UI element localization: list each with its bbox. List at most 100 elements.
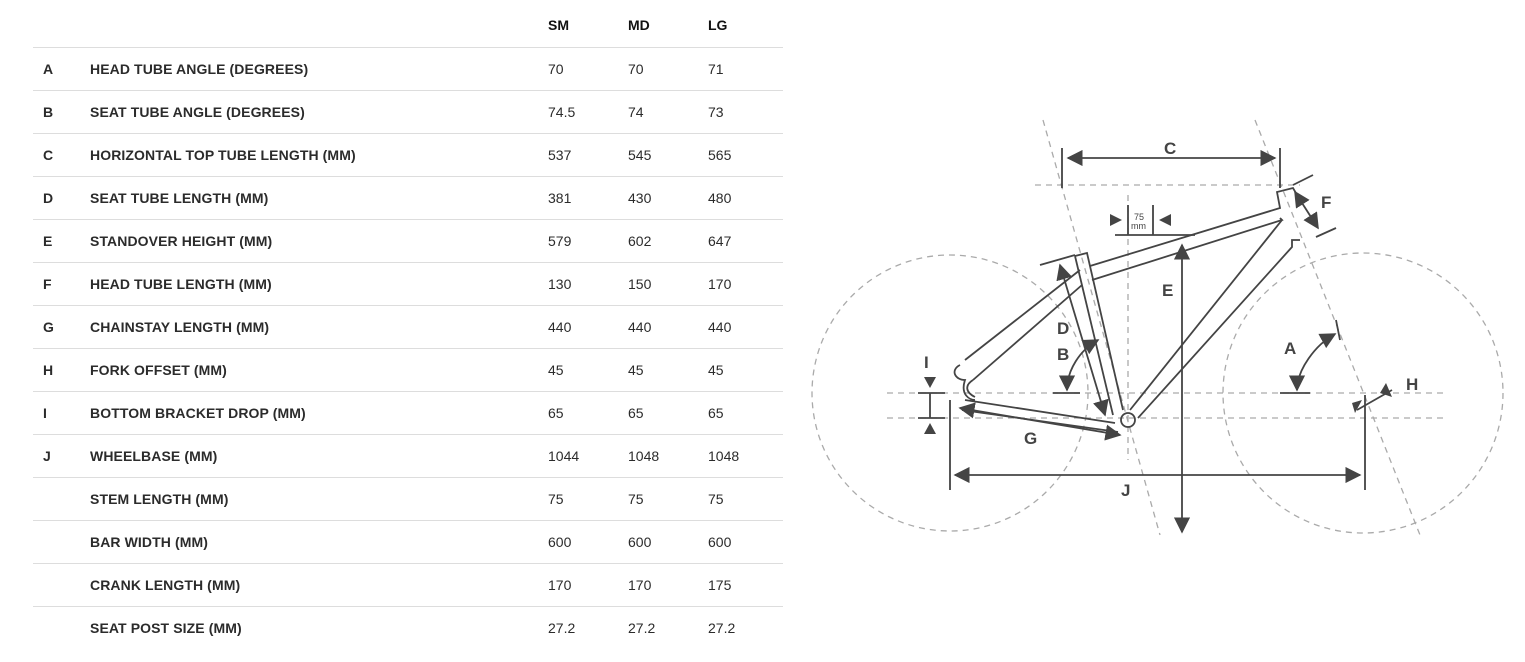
value-sm: 579 <box>548 233 572 249</box>
value-sm: 1044 <box>548 448 580 464</box>
table-row: C HORIZONTAL TOP TUBE LENGTH (MM) 537 545 56… <box>33 134 783 177</box>
col-header-md: MD <box>628 17 650 33</box>
value-sm: 170 <box>548 577 572 593</box>
row-label: BAR WIDTH (MM) <box>90 534 209 550</box>
label-h: H <box>1406 375 1418 394</box>
value-sm: 27.2 <box>548 620 576 636</box>
value-md: 1048 <box>628 448 660 464</box>
value-sm: 381 <box>548 190 572 206</box>
row-label: CHAINSTAY LENGTH (MM) <box>90 319 270 335</box>
value-md: 150 <box>628 276 652 292</box>
guide-lines <box>811 119 1504 536</box>
row-label: STANDOVER HEIGHT (MM) <box>90 233 273 249</box>
row-letter: D <box>43 190 54 206</box>
table-row: G CHAINSTAY LENGTH (MM) 440 440 440 <box>33 306 783 349</box>
value-lg: 440 <box>708 319 732 335</box>
row-letter: I <box>43 405 47 421</box>
row-letter: E <box>43 233 53 249</box>
row-label: FORK OFFSET (MM) <box>90 362 227 378</box>
row-label: CRANK LENGTH (MM) <box>90 577 241 593</box>
table-row: A HEAD TUBE ANGLE (DEGREES) 70 70 71 <box>33 48 783 91</box>
value-md: 600 <box>628 534 652 550</box>
value-md: 27.2 <box>628 620 656 636</box>
value-sm: 440 <box>548 319 572 335</box>
table-row: B SEAT TUBE ANGLE (DEGREES) 74.5 74 73 <box>33 91 783 134</box>
row-label: SEAT TUBE LENGTH (MM) <box>90 190 269 206</box>
standover-offset-value: 75 <box>1134 212 1144 222</box>
col-header-sm: SM <box>548 17 569 33</box>
value-md: 75 <box>628 491 644 507</box>
table-row: J WHEELBASE (MM) 1044 1048 1048 <box>33 435 783 478</box>
value-md: 74 <box>628 104 644 120</box>
value-lg: 647 <box>708 233 732 249</box>
row-label: BOTTOM BRACKET DROP (MM) <box>90 405 306 421</box>
label-e: E <box>1162 281 1173 300</box>
value-sm: 45 <box>548 362 564 378</box>
value-lg: 170 <box>708 276 732 292</box>
value-md: 602 <box>628 233 652 249</box>
value-md: 65 <box>628 405 644 421</box>
label-d: D <box>1057 319 1069 338</box>
value-sm: 130 <box>548 276 572 292</box>
row-letter: F <box>43 276 52 292</box>
value-lg: 1048 <box>708 448 740 464</box>
value-lg: 27.2 <box>708 620 736 636</box>
row-letter: J <box>43 448 51 464</box>
table-row: E STANDOVER HEIGHT (MM) 579 602 647 <box>33 220 783 263</box>
row-letter: B <box>43 104 54 120</box>
table-row: F HEAD TUBE LENGTH (MM) 130 150 170 <box>33 263 783 306</box>
value-md: 45 <box>628 362 644 378</box>
value-lg: 75 <box>708 491 724 507</box>
row-label: SEAT POST SIZE (MM) <box>90 620 242 636</box>
value-lg: 600 <box>708 534 732 550</box>
value-md: 170 <box>628 577 652 593</box>
standover-offset-unit: mm <box>1131 221 1146 231</box>
label-b: B <box>1057 345 1069 364</box>
row-label: HEAD TUBE LENGTH (MM) <box>90 276 272 292</box>
row-label: HORIZONTAL TOP TUBE LENGTH (MM) <box>90 147 356 163</box>
row-label: WHEELBASE (MM) <box>90 448 218 464</box>
value-lg: 73 <box>708 104 724 120</box>
table-row: BAR WIDTH (MM) 600 600 600 <box>33 521 783 564</box>
arrowheads <box>924 214 1392 434</box>
row-label: HEAD TUBE ANGLE (DEGREES) <box>90 61 309 77</box>
value-lg: 71 <box>708 61 724 77</box>
row-letter: G <box>43 319 54 335</box>
value-lg: 480 <box>708 190 732 206</box>
row-label: SEAT TUBE ANGLE (DEGREES) <box>90 104 305 120</box>
row-letter: C <box>43 147 54 163</box>
value-sm: 70 <box>548 61 564 77</box>
value-md: 70 <box>628 61 644 77</box>
geometry-table: SM MD LG A HEAD TUBE ANGLE (DEGREES) 70 70 7… <box>33 0 783 649</box>
value-sm: 600 <box>548 534 572 550</box>
dimension-arrows <box>918 148 1393 534</box>
value-md: 545 <box>628 147 652 163</box>
row-letter: A <box>43 61 54 77</box>
value-sm: 75 <box>548 491 564 507</box>
value-sm: 74.5 <box>548 104 576 120</box>
table-row: H FORK OFFSET (MM) 45 45 45 <box>33 349 783 392</box>
value-sm: 537 <box>548 147 572 163</box>
table-row: I BOTTOM BRACKET DROP (MM) 65 65 65 <box>33 392 783 435</box>
value-lg: 65 <box>708 405 724 421</box>
table-header: SM MD LG <box>33 0 783 48</box>
label-j: J <box>1121 481 1130 500</box>
value-lg: 565 <box>708 147 732 163</box>
label-f: F <box>1321 193 1331 212</box>
table-row: SEAT POST SIZE (MM) 27.2 27.2 27.2 <box>33 607 783 649</box>
value-sm: 65 <box>548 405 564 421</box>
dimension-labels: C F E D B A H I G J 75 mm <box>924 139 1418 500</box>
row-label: STEM LENGTH (MM) <box>90 491 229 507</box>
label-a: A <box>1284 339 1296 358</box>
table-row: STEM LENGTH (MM) 75 75 75 <box>33 478 783 521</box>
label-g: G <box>1024 429 1037 448</box>
col-header-lg: LG <box>708 17 728 33</box>
row-letter: H <box>43 362 54 378</box>
label-c: C <box>1164 139 1176 158</box>
value-md: 440 <box>628 319 652 335</box>
value-lg: 45 <box>708 362 724 378</box>
label-i: I <box>924 353 929 372</box>
